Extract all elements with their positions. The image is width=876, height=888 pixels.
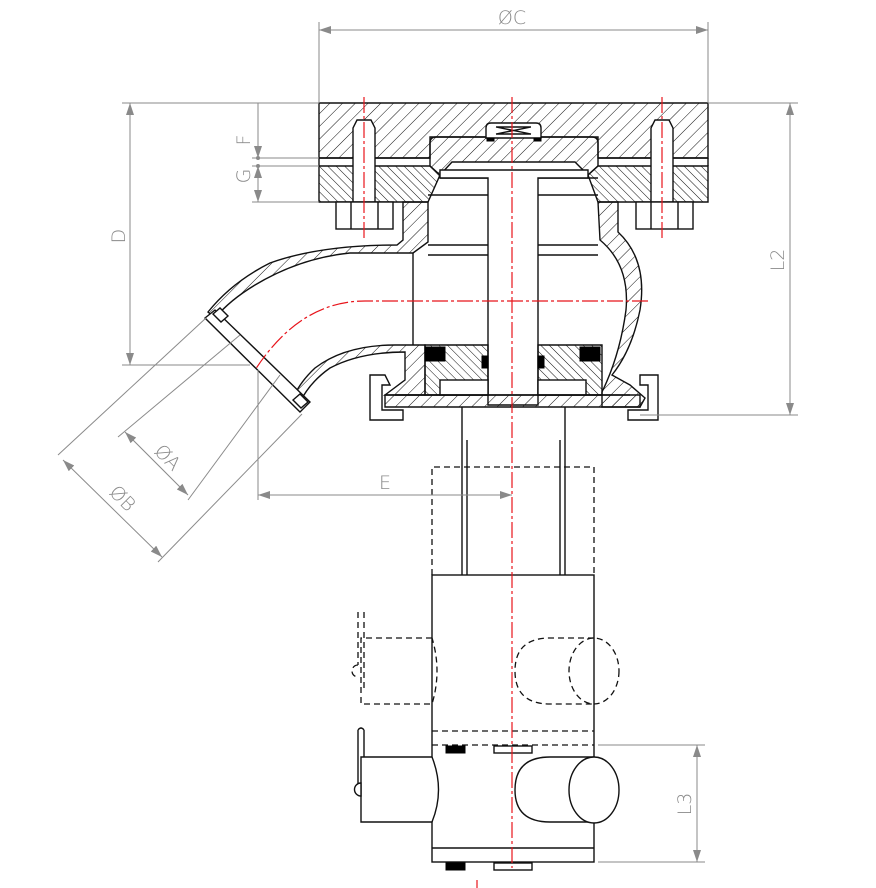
centerlines [254, 97, 663, 888]
bonnet [429, 122, 599, 176]
actuator [351, 407, 620, 871]
label-l2: L2 [767, 249, 789, 272]
label-d: D [108, 229, 130, 244]
label-g: G [233, 169, 255, 184]
label-l3: L3 [674, 793, 696, 816]
label-diameter-c: ØC [498, 7, 526, 29]
label-e: E [379, 472, 391, 494]
label-diameter-a: ØA [150, 440, 185, 475]
seat [424, 344, 603, 396]
pipe-end-flange [203, 307, 311, 413]
label-diameter-b: ØB [105, 481, 140, 516]
dimension-lines [57, 22, 798, 863]
label-f: F [233, 135, 255, 146]
